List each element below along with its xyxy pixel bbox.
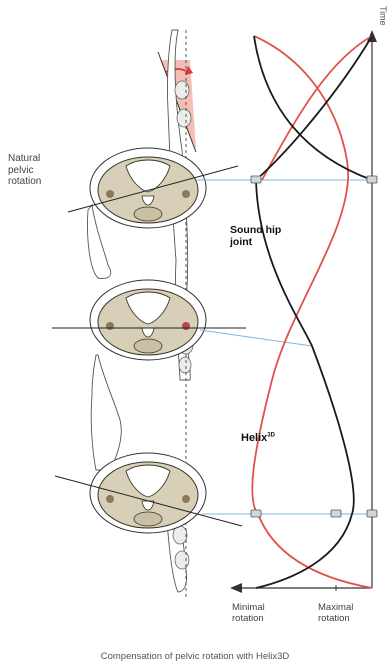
pelvis-cross-section-icon <box>90 453 206 533</box>
natural-pelvic-rotation-label: Natural pelvic rotation <box>8 153 78 188</box>
pelvis-cross-section-icon <box>90 280 206 360</box>
sound-hip-curve-main <box>256 36 372 588</box>
figure-caption: Compensation of pelvic rotation with Hel… <box>0 652 390 663</box>
time-axis-label: Time <box>378 6 388 26</box>
sound-hip-joint-label: Sound hip joint <box>230 224 310 248</box>
maximal-rotation-label: Maximal rotation <box>318 603 378 625</box>
minimal-rotation-label: Minimal rotation <box>232 603 292 625</box>
leg-outline-icon <box>91 355 121 470</box>
helix-label: Helix3D <box>241 432 275 445</box>
pelvis-cross-section-icon <box>90 148 206 228</box>
arrow-left-icon <box>230 583 242 593</box>
sound-hip-curve <box>254 36 372 180</box>
